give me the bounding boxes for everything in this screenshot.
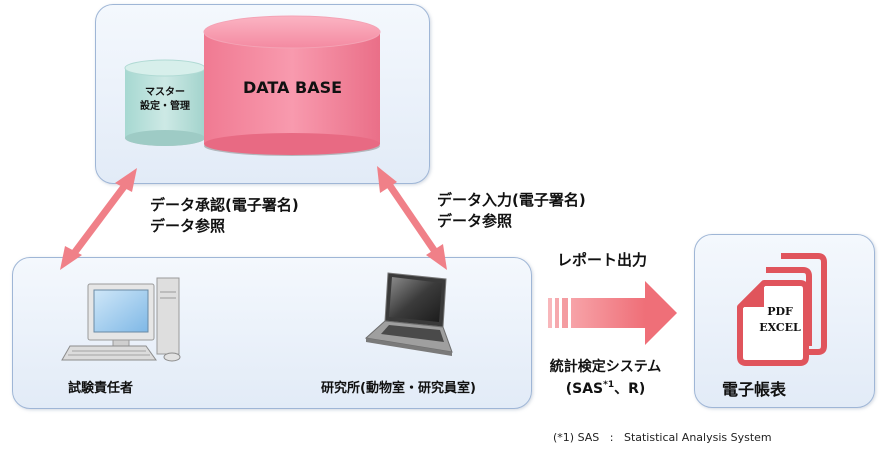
lab-label: 研究所(動物室・研究員室) xyxy=(321,381,476,396)
approve-line2: データ参照 xyxy=(150,217,226,235)
tester-label: 試験責任者 xyxy=(68,381,134,396)
stats-tail: 、R) xyxy=(614,381,646,397)
master-label-line1: マスター xyxy=(145,87,185,98)
report-output-label: レポート出力 xyxy=(557,251,648,269)
input-line2: データ参照 xyxy=(437,212,513,230)
document-excel: EXCEL xyxy=(759,321,801,334)
stats-system-label: 統計検定システム (SAS*1、R) xyxy=(538,358,673,398)
master-label: マスター 設定・管理 xyxy=(125,86,205,114)
master-label-line2: 設定・管理 xyxy=(140,101,190,112)
master-cylinder xyxy=(124,59,206,146)
database-cylinder xyxy=(203,15,381,156)
approve-line1: データ承認(電子署名) xyxy=(150,196,299,214)
input-line1: データ入力(電子署名) xyxy=(437,191,586,209)
laptop-icon xyxy=(364,272,453,356)
stats-footnote-mark: *1 xyxy=(603,380,615,390)
footnote: (*1) SAS : Statistical Analysis System xyxy=(553,431,772,444)
database-label: DATA BASE xyxy=(242,78,343,97)
stats-line2: (SAS*1、R) xyxy=(538,376,673,398)
report-arrow xyxy=(548,281,677,345)
ledger-label: 電子帳表 xyxy=(722,380,787,399)
input-flow-label: データ入力(電子署名) データ参照 xyxy=(437,190,586,232)
stats-sas: (SAS xyxy=(565,381,604,397)
input-double-arrow xyxy=(377,166,447,270)
approve-double-arrow xyxy=(60,168,137,270)
stats-line1: 統計検定システム xyxy=(549,359,662,375)
document-icon xyxy=(737,253,827,366)
desktop-computer-icon xyxy=(61,277,181,362)
approve-flow-label: データ承認(電子署名) データ参照 xyxy=(150,195,299,237)
document-formats: PDF EXCEL xyxy=(755,304,805,336)
document-pdf: PDF xyxy=(767,305,793,318)
